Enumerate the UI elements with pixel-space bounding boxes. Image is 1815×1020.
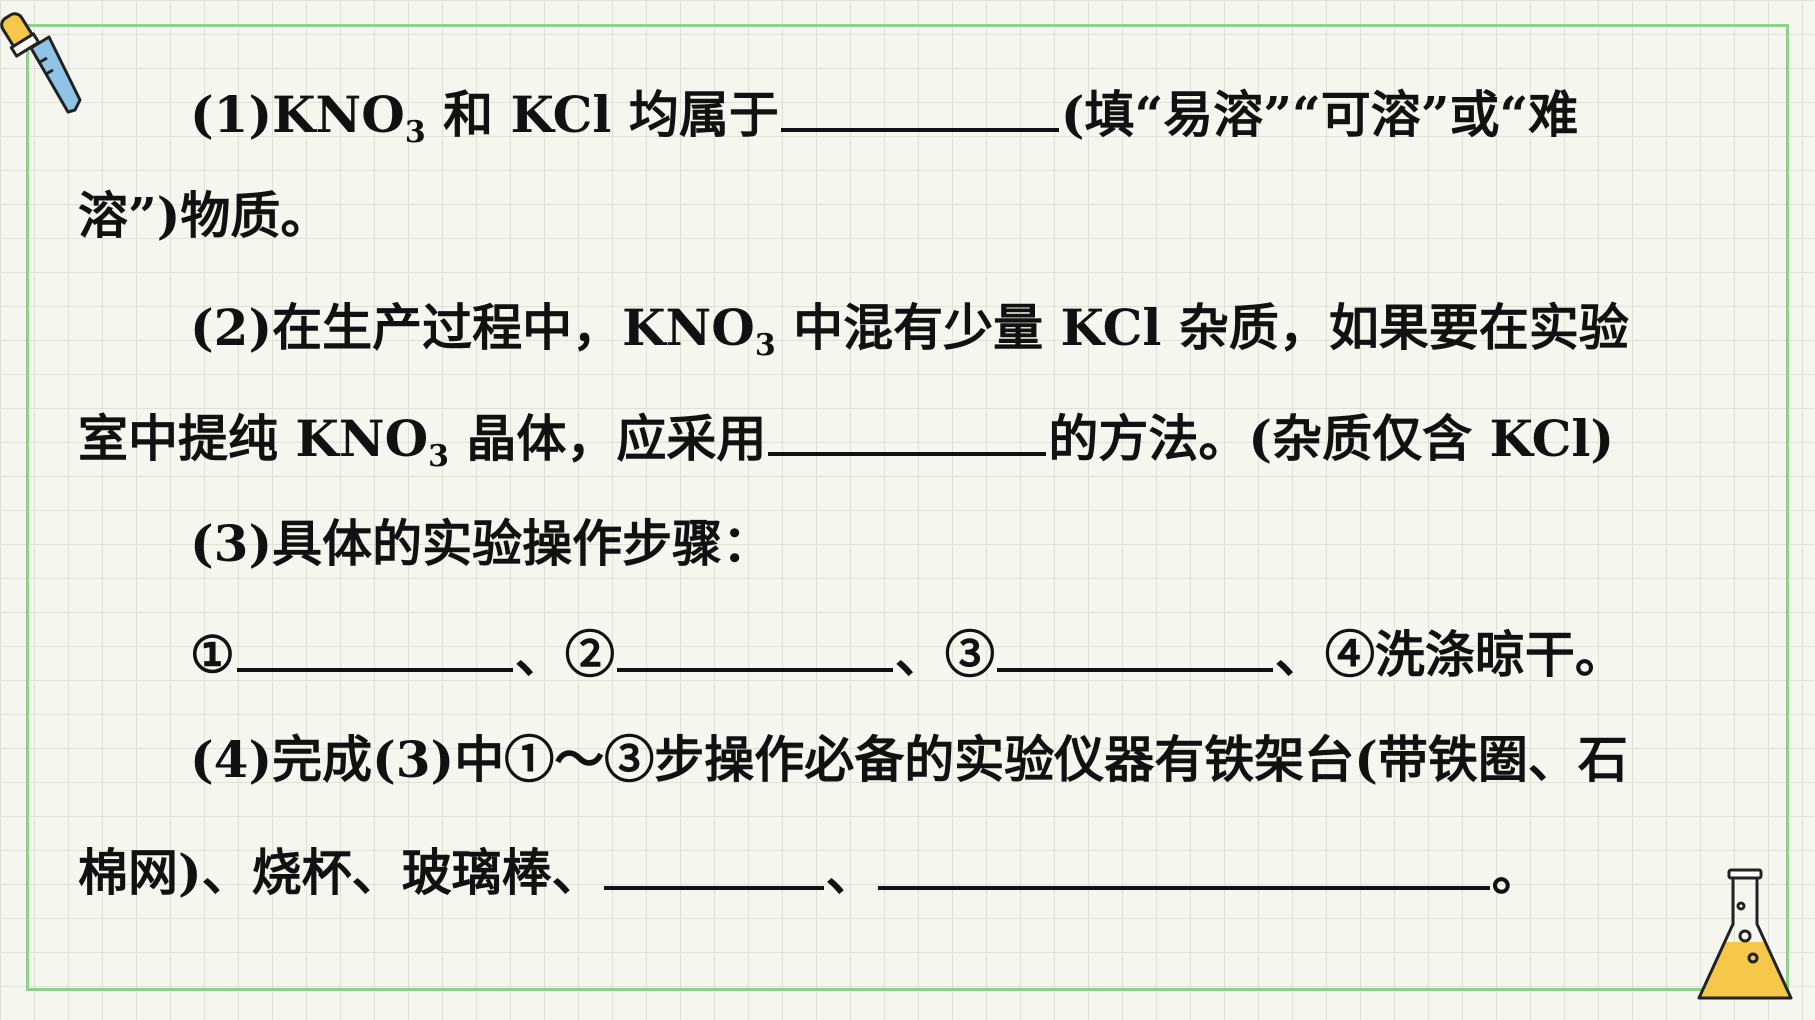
q1-text-b: 和 KCl 均属于	[425, 85, 779, 144]
q4-blank-1[interactable]	[603, 840, 824, 890]
q2-answer-blank[interactable]	[768, 406, 1047, 456]
question-3-title: (3)具体的实验操作步骤：	[190, 514, 772, 574]
step-2-marker: 、②	[514, 625, 615, 684]
q1-text-c: (填“易溶”“可溶”或“难	[1060, 85, 1579, 144]
q2-text-a: (2)在生产过程中，KNO	[190, 298, 755, 357]
step-3-blank[interactable]	[996, 622, 1273, 672]
step-3-marker: 、③	[894, 625, 995, 684]
q2-subscript-a: 3	[754, 328, 776, 363]
question-2-line-2: 室中提纯 KNO3 晶体，应采用 的方法。(杂质仅含 KCl)	[78, 406, 1615, 472]
flask-icon	[1697, 868, 1793, 1000]
q2-text-c: 室中提纯 KNO	[78, 409, 429, 468]
step-4-text: 、④洗涤晾干。	[1274, 625, 1625, 684]
step-1-blank[interactable]	[236, 622, 513, 672]
q3-title-text: (3)具体的实验操作步骤：	[190, 514, 773, 573]
q4-text-a: (4)完成(3)中①～③步操作必备的实验仪器有铁架台(带铁圈、石	[190, 730, 1628, 789]
page-frame	[26, 24, 1789, 991]
q2-text-b: 中混有少量 KCl 杂质，如果要在实验	[775, 298, 1629, 357]
question-4-line-1: (4)完成(3)中①～③步操作必备的实验仪器有铁架台(带铁圈、石	[190, 730, 1628, 790]
dropper-icon	[0, 12, 82, 114]
question-3-steps: ① 、② 、③ 、④洗涤晾干。	[190, 622, 1625, 685]
q2-text-d: 晶体，应采用	[449, 409, 767, 468]
question-1-line-2: 溶”)物质。	[78, 186, 330, 246]
q2-subscript-b: 3	[428, 439, 449, 474]
q2-text-e: 的方法。(杂质仅含 KCl)	[1048, 409, 1615, 468]
question-4-line-2: 棉网)、烧杯、玻璃棒、 、 。	[78, 840, 1542, 903]
q4-blank-2[interactable]	[877, 840, 1490, 890]
q1-text-d: 溶”)物质。	[78, 186, 331, 245]
question-1-line-1: (1)KNO3 和 KCl 均属于 (填“易溶”“可溶”或“难	[190, 82, 1579, 148]
step-2-blank[interactable]	[616, 622, 893, 672]
q4-end-mark: 。	[1491, 843, 1542, 902]
q1-text-a: (1)KNO	[190, 85, 405, 144]
q1-subscript: 3	[404, 115, 426, 150]
q1-answer-blank[interactable]	[780, 82, 1059, 132]
q4-text-b: 棉网)、烧杯、玻璃棒、	[78, 843, 602, 902]
q4-separator: 、	[825, 843, 876, 902]
question-2-line-1: (2)在生产过程中，KNO3 中混有少量 KCl 杂质，如果要在实验	[190, 298, 1629, 361]
step-1-marker: ①	[190, 625, 235, 684]
